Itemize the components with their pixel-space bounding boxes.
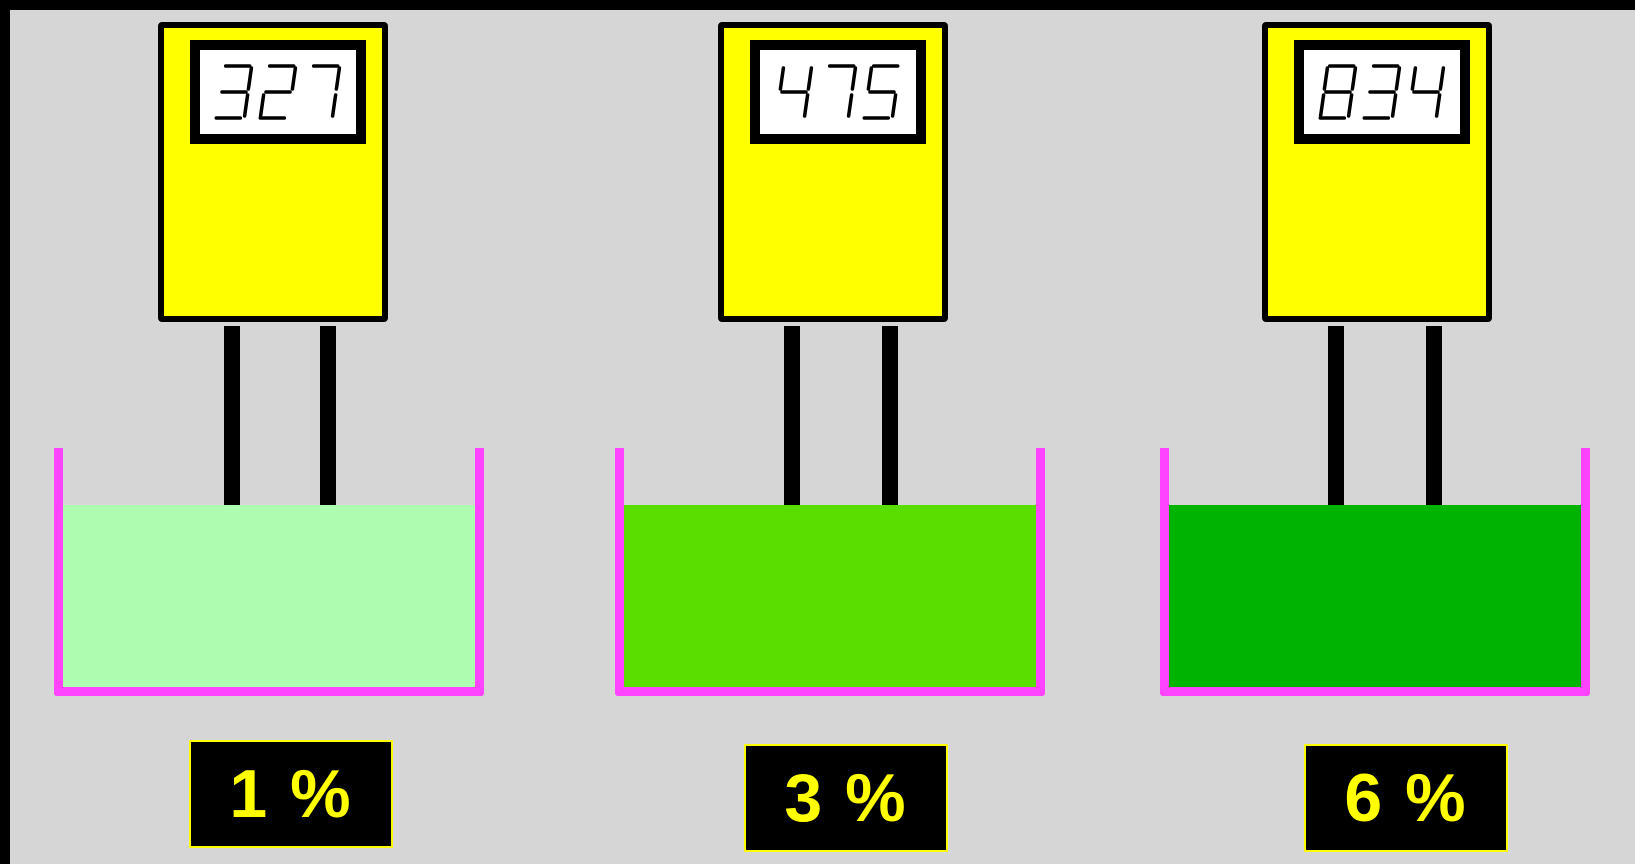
meter-display	[1294, 40, 1470, 144]
lcd-digit	[862, 64, 900, 120]
lcd-segment	[1410, 66, 1418, 91]
lcd-digit	[214, 64, 254, 120]
conductivity-meter	[1262, 22, 1492, 322]
lcd-segment	[242, 93, 250, 118]
beaker	[54, 448, 484, 696]
lcd-segment	[1346, 93, 1354, 118]
probe-electrode-left	[784, 326, 800, 558]
concentration-label-text: 6 %	[1344, 760, 1468, 836]
probe-electrode-right	[1426, 326, 1442, 558]
lcd-segment	[258, 93, 266, 118]
lcd-digit	[1362, 64, 1402, 120]
probe-electrode-left	[1328, 326, 1344, 558]
lcd-digit	[1318, 64, 1358, 120]
meter-reading-digits	[214, 64, 342, 120]
diagram-canvas: 1 % 3 % 6 %	[10, 10, 1635, 864]
probe-electrode-left	[224, 326, 240, 558]
sample-unit-1: 1 %	[10, 10, 570, 864]
lcd-segment	[334, 66, 342, 91]
lcd-segment	[890, 93, 898, 118]
concentration-label: 1 %	[189, 740, 393, 848]
lcd-digit	[778, 66, 814, 118]
lcd-segment	[1390, 93, 1398, 118]
concentration-label-text: 3 %	[784, 760, 908, 836]
beaker	[615, 448, 1045, 696]
lcd-segment	[1318, 93, 1326, 118]
meter-reading-digits	[1318, 64, 1446, 120]
lcd-digit	[1410, 66, 1446, 118]
lcd-segment	[290, 66, 298, 91]
lcd-segment	[1394, 66, 1402, 91]
probe-electrode-right	[320, 326, 336, 558]
beaker	[1160, 448, 1590, 696]
lcd-segment	[1322, 66, 1330, 91]
meter-display	[750, 40, 926, 144]
lcd-digit	[258, 64, 298, 120]
solution-liquid	[624, 505, 1036, 687]
meter-display	[190, 40, 366, 144]
lcd-digit	[311, 64, 342, 118]
lcd-digit	[827, 64, 858, 118]
sample-unit-3: 6 %	[10, 10, 1590, 864]
lcd-segment	[1350, 66, 1358, 91]
conductivity-meter	[158, 22, 388, 322]
lcd-segment	[1438, 66, 1446, 91]
lcd-segment	[866, 66, 874, 91]
lcd-segment	[850, 66, 858, 91]
lcd-segment	[1434, 93, 1442, 118]
meter-reading-digits	[778, 64, 900, 120]
concentration-label: 3 %	[744, 744, 948, 852]
sample-unit-2: 3 %	[10, 10, 1045, 864]
concentration-label-text: 1 %	[229, 756, 353, 832]
solution-liquid	[1169, 505, 1581, 687]
conductivity-meter	[718, 22, 948, 322]
lcd-segment	[802, 93, 810, 118]
lcd-segment	[246, 66, 254, 91]
solution-liquid	[63, 505, 475, 687]
lcd-segment	[778, 66, 786, 91]
probe-electrode-right	[882, 326, 898, 558]
concentration-label: 6 %	[1304, 744, 1508, 852]
lcd-segment	[846, 93, 854, 118]
lcd-segment	[330, 93, 338, 118]
lcd-segment	[806, 66, 814, 91]
